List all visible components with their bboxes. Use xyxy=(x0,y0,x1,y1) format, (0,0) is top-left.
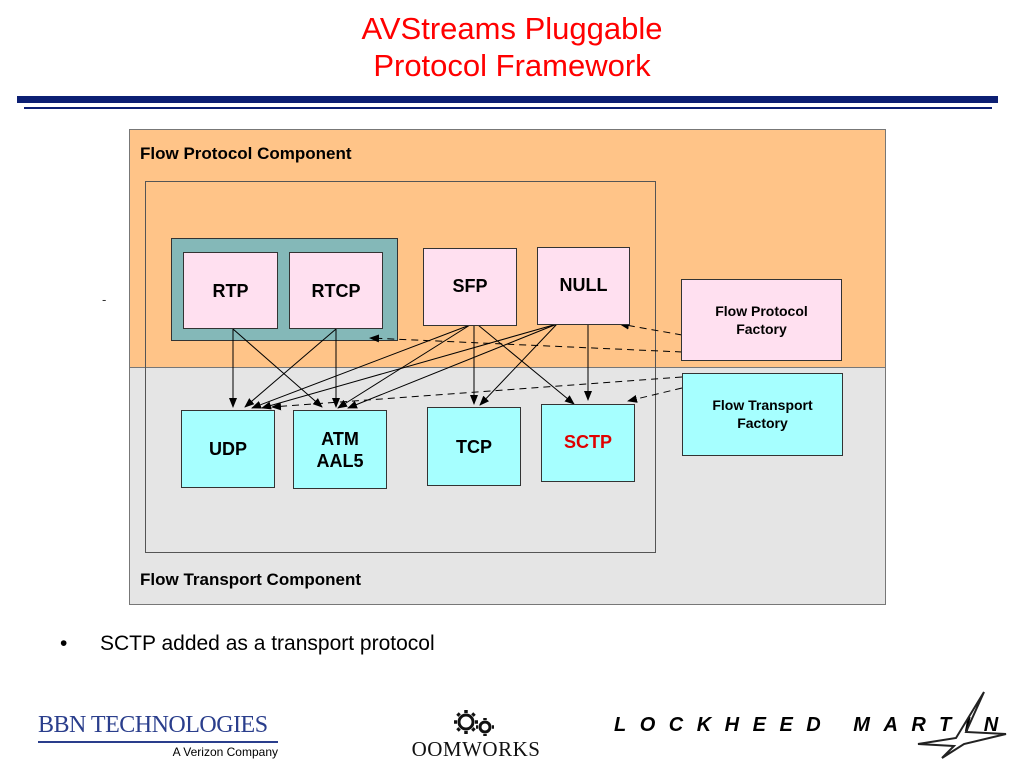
atm-label: ATM xyxy=(321,428,359,449)
sfp-label: SFP xyxy=(452,276,488,296)
sctp-box: SCTP xyxy=(541,404,635,482)
bullet-marker: • xyxy=(60,632,68,655)
flow-transport-factory-line-1: Flow Transport xyxy=(712,397,813,413)
oomworks-name: OOMWORKS xyxy=(411,737,541,761)
slide-title: AVStreams Pluggable Protocol Framework xyxy=(0,10,1024,84)
flow-transport-factory-line-2: Factory xyxy=(737,415,788,431)
arrow-rtp-atm xyxy=(232,328,323,408)
stray-mark: - xyxy=(102,292,107,307)
sctp-label: SCTP xyxy=(563,432,612,452)
flow-protocol-factory-box: Flow Protocol Factory xyxy=(681,279,842,361)
title-line-2: Protocol Framework xyxy=(373,48,651,83)
arrow-sfp-udp xyxy=(251,324,471,409)
lockheed-martin-logo: LOCKHEED MARTIN xyxy=(614,690,1014,760)
rtcp-box: RTCP xyxy=(289,252,383,329)
null-label: NULL xyxy=(559,275,608,295)
arrow-sfp-sctp xyxy=(477,324,575,405)
title-rule-thick xyxy=(17,96,998,103)
title-rule-thin xyxy=(24,107,992,109)
lockheed-martin-name: LOCKHEED MARTIN xyxy=(614,714,1012,736)
rtp-label: RTP xyxy=(212,280,249,301)
star-icon xyxy=(917,691,1007,759)
rtcp-label: RTCP xyxy=(311,280,361,301)
aal5-label: AAL5 xyxy=(316,450,364,471)
bbn-subtitle: A Verizon Company xyxy=(172,745,278,759)
bbn-logo: BBN TECHNOLOGIES A Verizon Company xyxy=(38,712,278,759)
sfp-box: SFP xyxy=(423,248,517,326)
udp-box: UDP xyxy=(181,410,275,488)
flow-protocol-factory-line-1: Flow Protocol xyxy=(715,303,808,319)
arrow-null-udp xyxy=(261,323,558,410)
flow-transport-factory-box: Flow Transport Factory xyxy=(682,373,843,456)
dashed-transport-factory-sctp xyxy=(627,387,683,403)
dashed-protocol-factory-group xyxy=(369,334,683,353)
bbn-name: BBN TECHNOLOGIES xyxy=(38,712,268,738)
gears-icon xyxy=(454,710,494,736)
flow-protocol-factory-line-2: Factory xyxy=(736,321,787,337)
udp-label: UDP xyxy=(208,439,247,459)
flow-transport-component-label: Flow Transport Component xyxy=(140,570,361,589)
dashed-transport-factory-udp xyxy=(271,376,683,411)
arrow-null-atm xyxy=(347,323,558,409)
arrow-sfp-atm xyxy=(337,324,471,409)
tcp-box: TCP xyxy=(427,407,521,486)
title-line-1: AVStreams Pluggable xyxy=(361,11,663,46)
oomworks-logo: OOMWORKS xyxy=(405,707,547,762)
bbn-underline xyxy=(38,741,278,743)
arrow-null-tcp xyxy=(479,323,558,406)
dashed-protocol-factory-null xyxy=(619,321,683,336)
arrow-rtcp-udp xyxy=(244,328,337,408)
atm-aal5-box: ATM AAL5 xyxy=(293,410,387,489)
rtp-box: RTP xyxy=(183,252,278,329)
framework-frame xyxy=(145,181,656,553)
flow-protocol-component-label: Flow Protocol Component xyxy=(140,144,352,163)
null-box: NULL xyxy=(537,247,630,325)
tcp-label: TCP xyxy=(456,436,492,457)
bullet-text: SCTP added as a transport protocol xyxy=(100,632,435,655)
